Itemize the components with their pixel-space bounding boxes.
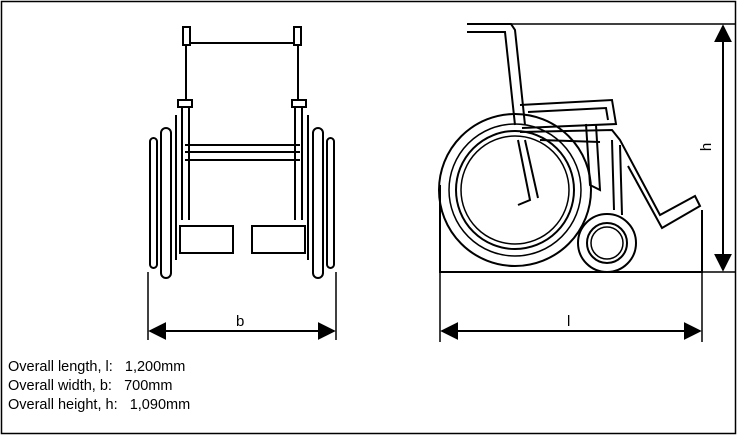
spec-label: Overall width, b: — [8, 378, 112, 394]
front-wheel-left-outer — [149, 137, 158, 269]
width-dimension — [147, 272, 337, 340]
front-wheel-right-outer — [326, 137, 335, 269]
spec-value: 700mm — [124, 378, 173, 394]
spec-value: 1,090mm — [129, 397, 191, 413]
height-symbol-label: h — [698, 143, 715, 151]
spec-label: Overall length, l: — [8, 359, 113, 375]
front-view — [149, 26, 335, 279]
front-footrest-left — [179, 225, 234, 254]
spec-list: Overall length, l: 1,200mm Overall width… — [8, 358, 190, 415]
side-view — [438, 23, 703, 273]
side-rear-wheel — [438, 113, 592, 267]
spec-row-height: Overall height, h: 1,090mm — [8, 396, 190, 415]
side-armrest — [519, 98, 618, 129]
front-wheel-right — [312, 127, 324, 279]
front-backrest — [182, 26, 302, 46]
spec-value: 1,200mm — [124, 359, 186, 375]
height-dimension — [467, 23, 735, 273]
width-symbol-label: b — [236, 313, 244, 330]
side-base — [439, 185, 703, 273]
front-armrest-knob-left — [177, 99, 193, 108]
length-symbol-label: l — [567, 313, 570, 330]
front-wheel-left — [160, 127, 172, 279]
spec-row-width: Overall width, b: 700mm — [8, 377, 190, 396]
length-dimension — [439, 272, 703, 342]
front-armrest-knob-right — [291, 99, 307, 108]
side-backrest — [467, 23, 526, 126]
spec-label: Overall height, h: — [8, 397, 118, 413]
front-footrest-right — [251, 225, 306, 254]
spec-row-length: Overall length, l: 1,200mm — [8, 358, 190, 377]
